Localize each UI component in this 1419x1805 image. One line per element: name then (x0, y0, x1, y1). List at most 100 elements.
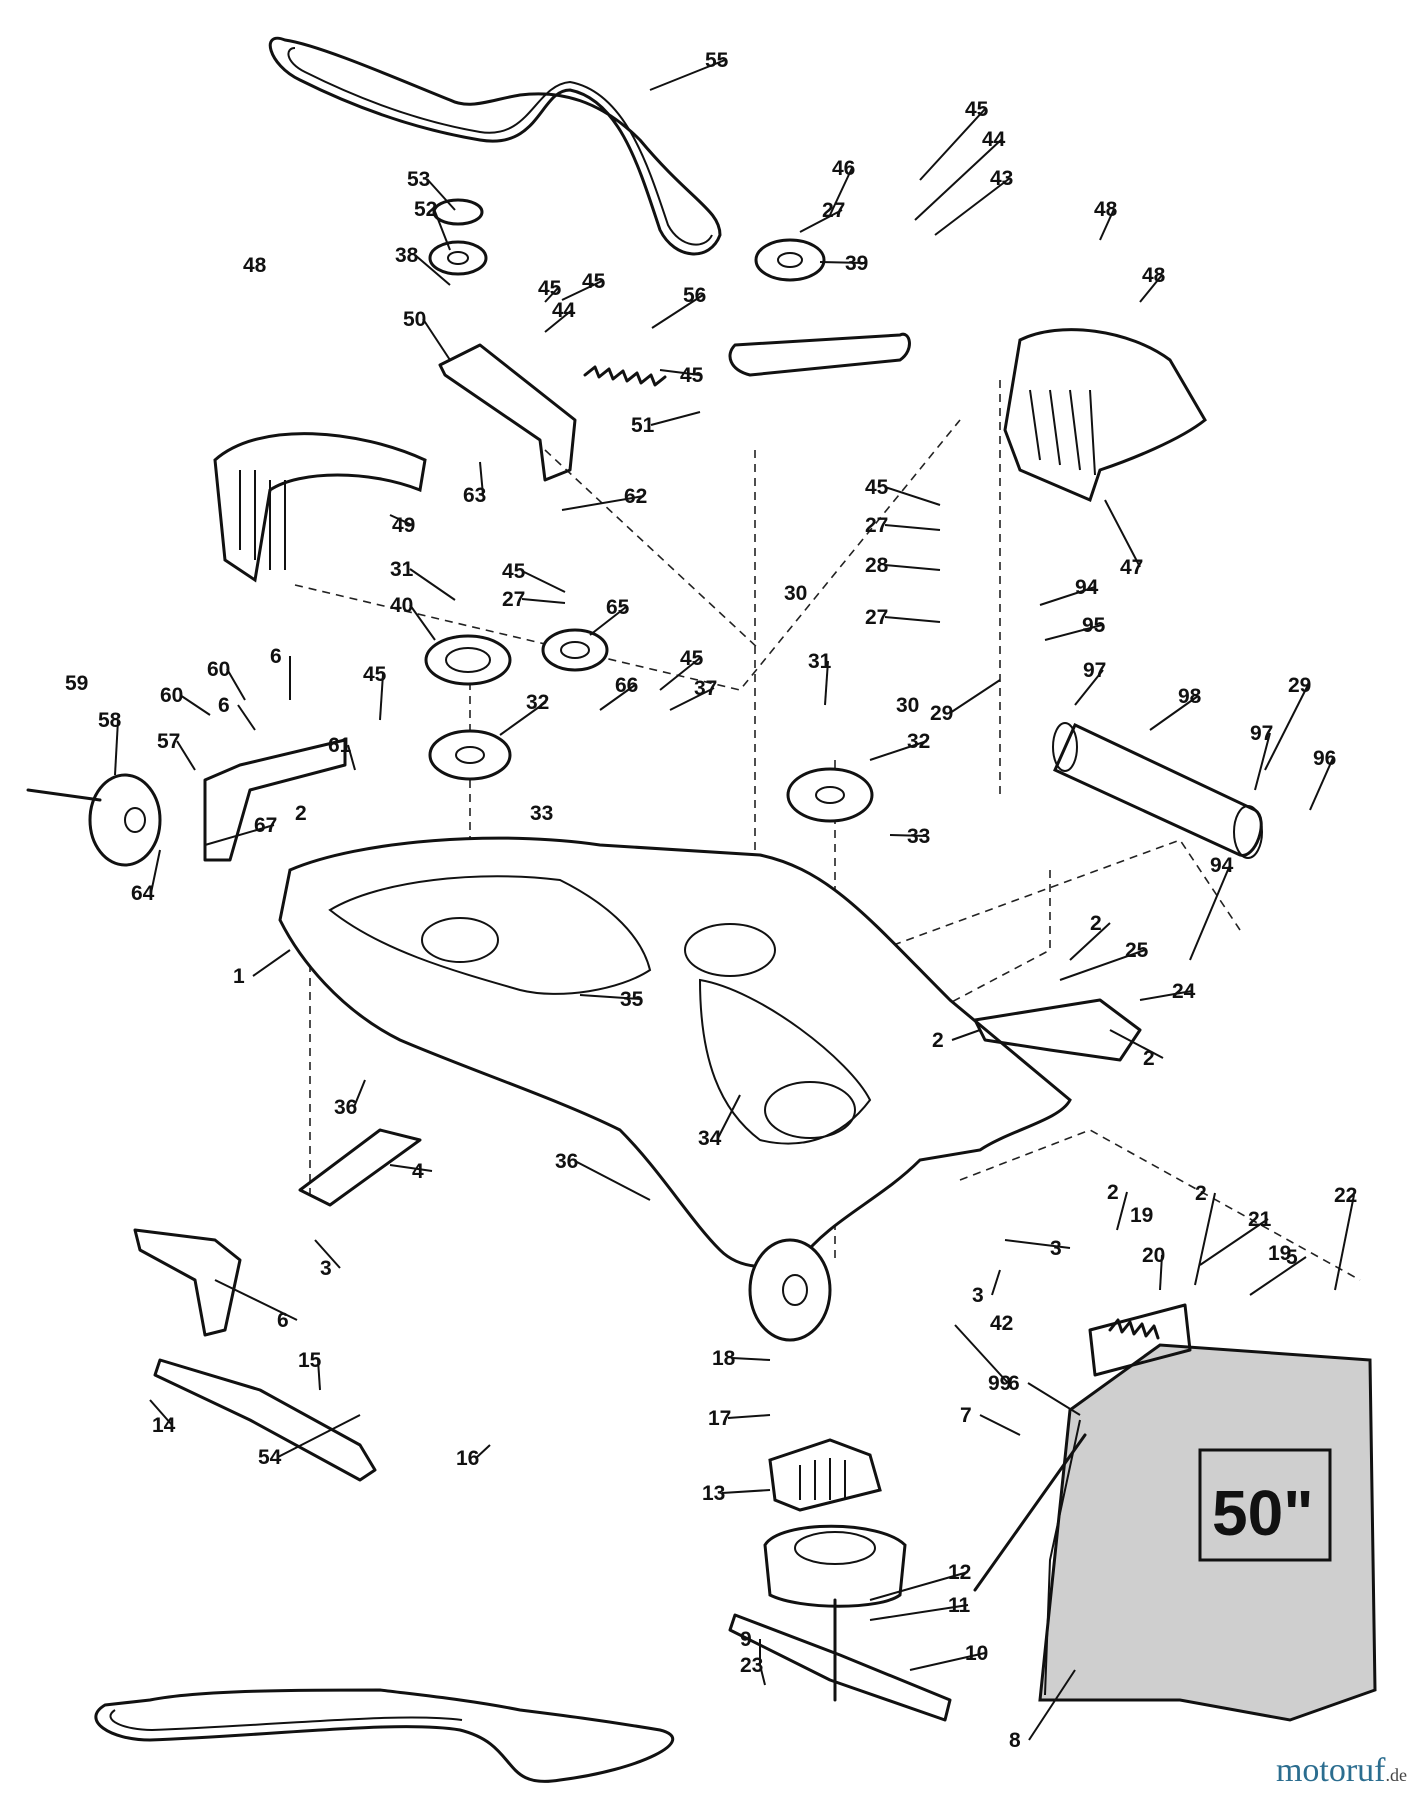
callout-leader-44 (914, 138, 1003, 221)
callout-leader-21 (1199, 1218, 1269, 1266)
callout-label-2: 2 (1107, 1181, 1119, 1204)
callout-label-17: 17 (708, 1407, 731, 1430)
callout-leader-22 (1334, 1194, 1355, 1291)
callout-label-56: 56 (683, 284, 706, 307)
callout-label-30: 30 (784, 582, 807, 605)
callout-leader-33 (889, 834, 928, 837)
callout-label-98: 98 (1178, 685, 1202, 708)
callout-label-49: 49 (392, 514, 415, 537)
callout-leader-53 (426, 178, 456, 211)
watermark: motoruf.de (1276, 1752, 1407, 1790)
callout-label-95: 95 (1082, 614, 1106, 637)
callout-leader-38 (414, 254, 451, 286)
callout-label-18: 18 (712, 1347, 736, 1370)
callout-label-11: 11 (948, 1594, 971, 1617)
roller-98 (1052, 722, 1263, 859)
callout-label-45: 45 (680, 364, 704, 387)
bracket-5 (133, 1228, 242, 1337)
callout-label-38: 38 (395, 244, 419, 267)
callout-label-13: 13 (702, 1482, 725, 1505)
shield-49 (213, 432, 427, 583)
callout-label-61: 61 (328, 734, 352, 757)
callout-label-34: 34 (698, 1127, 722, 1150)
callout-label-39: 39 (845, 252, 868, 275)
link-bar-7 (153, 1358, 377, 1482)
callout-leader-5 (1249, 1256, 1307, 1296)
callout-leader-94 (1189, 864, 1231, 961)
belt-55-inner (287, 47, 713, 246)
badge-frame (1198, 1448, 1332, 1562)
callout-label-2: 2 (1143, 1047, 1155, 1070)
callout-leader-99 (954, 1324, 1009, 1384)
callout-labels: 5545444346273945535238454456504551484848… (65, 49, 1357, 1752)
callout-label-30: 30 (896, 694, 919, 717)
callout-leader-48 (1099, 208, 1115, 241)
callout-label-45: 45 (965, 98, 989, 121)
callout-label-29: 29 (1288, 674, 1311, 697)
callout-leader-96 (1309, 757, 1334, 811)
callout-leader-95 (1044, 624, 1103, 641)
callout-label-45: 45 (865, 476, 889, 499)
callout-label-14: 14 (152, 1414, 176, 1437)
callout-label-53: 53 (407, 168, 430, 191)
callout-label-23: 23 (740, 1654, 763, 1677)
callout-label-16: 16 (456, 1447, 479, 1470)
callout-label-45: 45 (538, 277, 562, 300)
callout-label-64: 64 (131, 882, 155, 905)
callout-label-45: 45 (582, 270, 606, 293)
callout-label-45: 45 (502, 560, 526, 583)
callout-leader-2 (1069, 922, 1111, 961)
callout-label-94: 94 (1210, 854, 1234, 877)
shield-47 (1003, 328, 1207, 503)
idler-arm-43 (728, 332, 911, 377)
callout-label-36: 36 (555, 1150, 578, 1173)
callout-leader-2 (1116, 1191, 1128, 1231)
spring-56 (583, 365, 667, 387)
pulley-32-right (786, 767, 874, 823)
callout-label-40: 40 (390, 594, 413, 617)
callout-label-45: 45 (680, 647, 704, 670)
callout-label-35: 35 (620, 988, 644, 1011)
watermark-name: motoruf (1275, 1752, 1386, 1789)
callout-leader-4 (389, 1164, 433, 1172)
callout-leader-94 (1039, 586, 1096, 606)
mower-deck-1 (278, 836, 1072, 1269)
callout-leader-1 (252, 949, 291, 977)
callout-label-48: 48 (1094, 198, 1118, 221)
callout-label-28: 28 (865, 554, 889, 577)
callout-leader-65 (589, 606, 627, 636)
callout-label-22: 22 (1334, 1184, 1357, 1207)
callout-leader-17 (727, 1414, 771, 1419)
callout-label-45: 45 (363, 663, 387, 686)
callout-leader-24 (1139, 990, 1193, 1001)
callout-label-59: 59 (65, 672, 88, 695)
callout-leader-18 (731, 1357, 771, 1361)
strap-4 (298, 1128, 422, 1207)
callout-leader-15 (317, 1359, 321, 1391)
callout-leader-49 (389, 514, 413, 526)
callout-label-65: 65 (606, 596, 630, 619)
callout-leader-50 (422, 318, 451, 361)
callout-label-42: 42 (990, 1312, 1013, 1335)
belt-54 (94, 1688, 675, 1783)
callout-label-6: 6 (277, 1309, 289, 1332)
callout-leader-52 (433, 208, 451, 251)
callout-leader-45 (379, 673, 384, 721)
callout-label-6: 6 (1008, 1372, 1020, 1395)
callout-leader-31 (824, 660, 829, 706)
callout-label-2: 2 (295, 802, 307, 825)
callout-leader-10 (909, 1652, 986, 1671)
callout-label-60: 60 (207, 658, 230, 681)
callout-label-66: 66 (615, 674, 638, 697)
callout-leader-25 (1059, 949, 1146, 981)
callout-leader-34 (717, 1094, 741, 1139)
callout-leader-29 (1264, 684, 1309, 771)
callout-leader-54 (277, 1414, 361, 1458)
callout-label-21: 21 (1248, 1208, 1272, 1231)
callout-leader-46 (829, 167, 853, 216)
callout-leader-31 (409, 568, 456, 601)
callout-label-97: 97 (1250, 722, 1273, 745)
callout-leader-32 (869, 740, 928, 761)
callout-label-99: 99 (988, 1372, 1011, 1395)
callout-label-48: 48 (243, 254, 267, 277)
